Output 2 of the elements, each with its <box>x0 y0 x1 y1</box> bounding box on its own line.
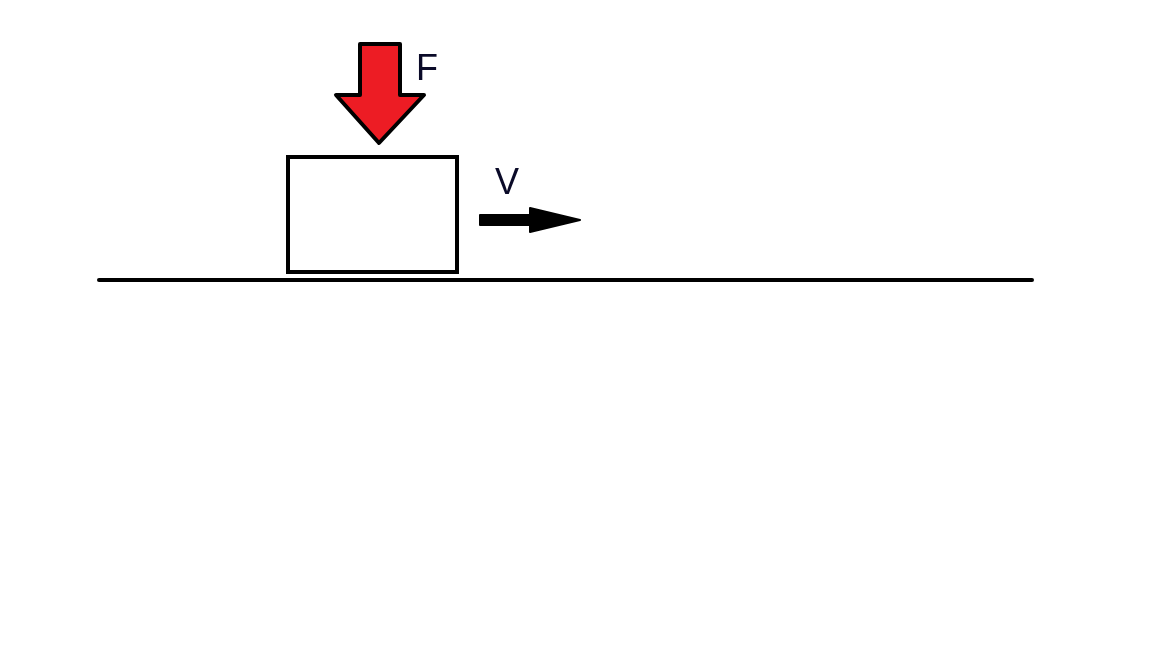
velocity-label: V <box>495 164 519 200</box>
force-label: F <box>416 50 438 86</box>
